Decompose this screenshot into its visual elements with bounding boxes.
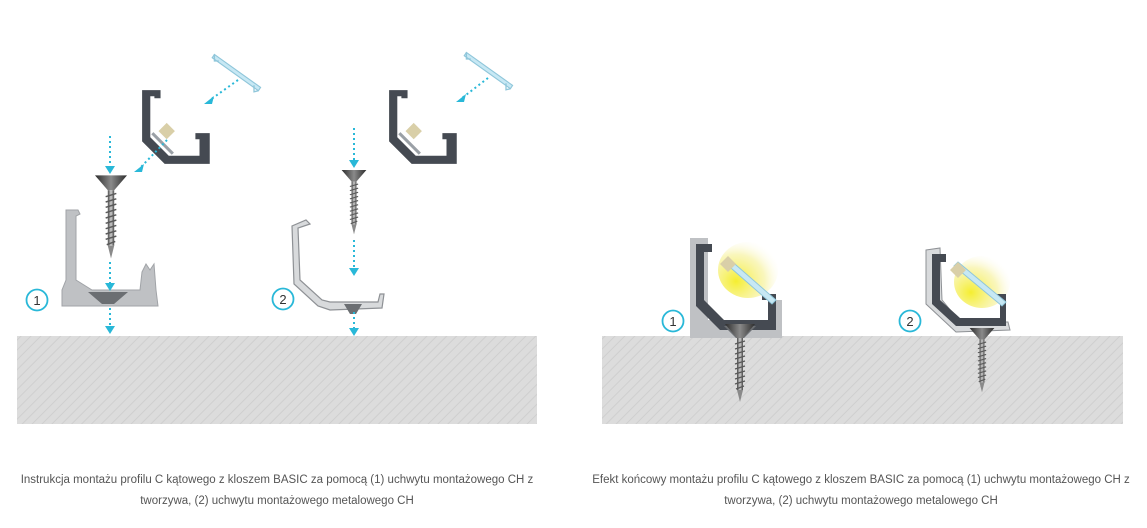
badge-result-1: 1: [669, 314, 676, 329]
aluminium-corner-profile-icon: [696, 244, 776, 330]
aluminium-corner-profile-icon: [387, 88, 459, 166]
diffuser-cover-icon: [953, 261, 1007, 307]
result-caption: Efekt końcowy montażu profilu C kątowego…: [592, 474, 1130, 507]
mounting-surface-right: [602, 336, 1123, 424]
badge-result-2: 2: [906, 314, 913, 329]
result-panel: 1 2: [602, 238, 1123, 424]
instruction-caption: Instrukcja montażu profilu C kątowego z …: [20, 474, 534, 507]
aluminium-corner-profile-icon: [140, 88, 212, 166]
aluminium-corner-profile-icon: [932, 254, 1006, 326]
diffuser-cover-icon: [463, 51, 514, 91]
screw-icon: [95, 174, 127, 260]
mounting-diagram: 1 2 1 2: [17, 51, 1123, 424]
svg-text:2: 2: [279, 292, 286, 307]
instruction-panel: 1 2: [17, 51, 537, 424]
led-glow-icon: [718, 242, 778, 298]
mounting-surface-left: [17, 336, 537, 424]
result-assembly-2: 2: [898, 247, 1011, 394]
result-assembly-1: 1: [661, 238, 782, 403]
svg-text:1: 1: [33, 293, 40, 308]
badge-instruction-1: 1: [25, 288, 49, 312]
plastic-mounting-clip: [61, 209, 159, 307]
screw-icon: [340, 170, 368, 236]
badge-instruction-2: 2: [271, 287, 295, 311]
metal-mounting-clip: [291, 219, 385, 311]
diffuser-cover-icon: [211, 53, 262, 93]
